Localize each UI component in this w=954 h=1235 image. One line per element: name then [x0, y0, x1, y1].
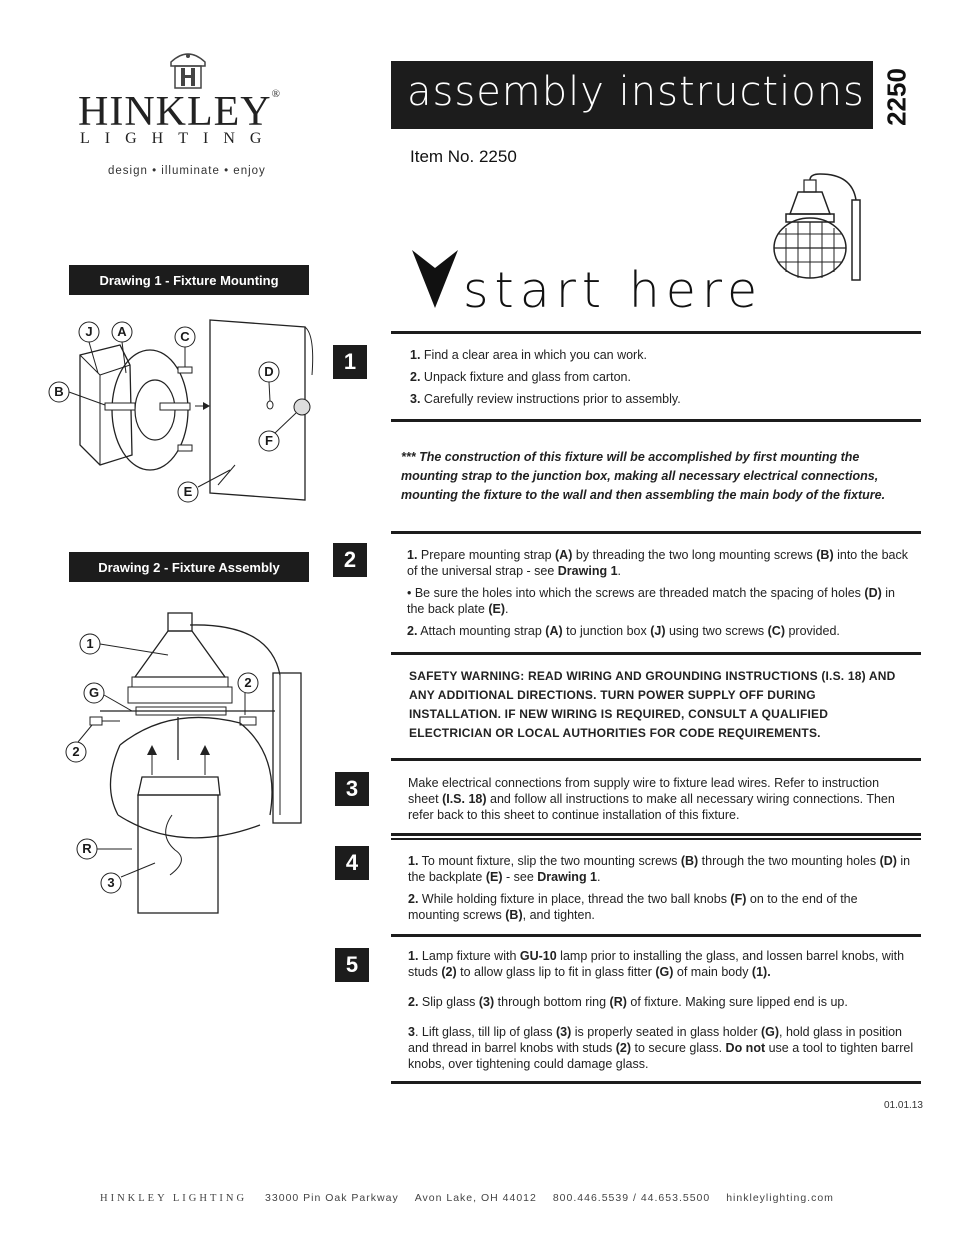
- callout-j: J: [85, 324, 93, 339]
- footer-address: 33000 Pin Oak Parkway: [265, 1192, 399, 1204]
- step-3-para-1: Make electrical connections from supply …: [408, 776, 895, 822]
- step-4-para-2: 2. While holding fixture in place, threa…: [408, 892, 858, 922]
- footer-website[interactable]: hinkleylighting.com: [726, 1192, 834, 1204]
- drawing-1-illustration: [40, 315, 330, 510]
- logo-sub: LIGHTING: [80, 130, 277, 147]
- step-2-number: 2: [333, 543, 367, 577]
- rule-4-top: [391, 838, 921, 840]
- fixture-thumbnail: [770, 172, 870, 284]
- rule-2-bottom: [391, 652, 921, 655]
- footer-phone: 800.446.5539 / 44.653.5500: [552, 1192, 711, 1204]
- rule-3-top: [391, 758, 921, 761]
- step-3-number: 3: [335, 772, 369, 806]
- step-1-text: 1. Find a clear area in which you can wo…: [410, 347, 910, 413]
- callout-b: B: [54, 384, 64, 399]
- footer: HINKLEY LIGHTING 33000 Pin Oak Parkway Avo…: [100, 1192, 834, 1204]
- list-item: 1. Find a clear area in which you can wo…: [410, 348, 647, 362]
- step-2-para-3: 2. Attach mounting strap (A) to junction…: [407, 624, 840, 638]
- list-item: 2. Unpack fixture and glass from carton.: [410, 370, 631, 384]
- drawing-2-label: Drawing 2 - Fixture Assembly: [69, 552, 309, 582]
- callout-g: G: [88, 685, 100, 700]
- page-title: assembly instructions: [407, 69, 865, 115]
- step-5-text: 1. Lamp fixture with GU-10 lamp prior to…: [408, 948, 918, 1078]
- drawing-1-label: Drawing 1 - Fixture Mounting: [69, 265, 309, 295]
- start-arrow-icon: [412, 250, 458, 308]
- step-4-text: 1. To mount fixture, slip the two mounti…: [408, 853, 918, 929]
- step-2-para-1: 1. Prepare mounting strap (A) by threadi…: [407, 548, 908, 578]
- step-5-para-3: 3. Lift glass, till lip of glass (3) is …: [408, 1025, 914, 1071]
- revision-date: 01.01.13: [884, 1100, 923, 1111]
- rule-2-top: [391, 531, 921, 534]
- step-2-text: 1. Prepare mounting strap (A) by threadi…: [407, 547, 912, 645]
- callout-2-left: 2: [72, 744, 80, 759]
- list-item: 3. Carefully review instructions prior t…: [410, 392, 681, 406]
- rule-4-bottom: [391, 934, 921, 937]
- step-3-text: Make electrical connections from supply …: [408, 775, 913, 829]
- drawing-1-callouts: J A C B D F E: [40, 315, 330, 510]
- safety-warning: SAFETY WARNING: READ WIRING AND GROUNDIN…: [409, 669, 896, 740]
- item-number: Item No. 2250: [410, 147, 517, 166]
- rule-5-bottom: [391, 1081, 921, 1084]
- step-1-number: 1: [333, 345, 367, 379]
- callout-2-right: 2: [244, 675, 252, 690]
- step-5-para-1: 1. Lamp fixture with GU-10 lamp prior to…: [408, 949, 905, 979]
- callout-1: 1: [86, 636, 94, 651]
- step-5-para-2: 2. Slip glass (3) through bottom ring (R…: [408, 995, 848, 1009]
- logo-name: HINKLEY®: [78, 88, 281, 135]
- logo-tagline: design • illuminate • enjoy: [108, 165, 266, 177]
- callout-c: C: [180, 329, 190, 344]
- step-4-para-1: 1. To mount fixture, slip the two mounti…: [408, 854, 911, 884]
- footer-brand: HINKLEY LIGHTING: [100, 1193, 248, 1204]
- rule-3-bottom: [391, 833, 921, 836]
- callout-e: E: [183, 484, 193, 499]
- footer-city: Avon Lake, OH 44012: [414, 1192, 537, 1204]
- callout-f: F: [265, 433, 273, 448]
- drawing-2-callouts: 1 G 2 2 R 3: [60, 605, 320, 915]
- logo-emblem: [163, 44, 213, 90]
- step-5-number: 5: [335, 948, 369, 982]
- step-2-para-2: • Be sure the holes into which the screw…: [407, 586, 895, 616]
- rule-1-top: [391, 331, 921, 334]
- start-here: start here: [463, 262, 764, 319]
- item-number-vertical: 2250: [881, 68, 912, 126]
- drawing-2-illustration: [60, 605, 320, 915]
- construction-note: *** The construction of this fixture wil…: [401, 450, 886, 502]
- callout-r: R: [82, 841, 92, 856]
- rule-1-bottom: [391, 419, 921, 422]
- title-banner: assembly instructions: [391, 61, 873, 129]
- step-4-number: 4: [335, 846, 369, 880]
- callout-3: 3: [107, 875, 115, 890]
- callout-d: D: [264, 364, 274, 379]
- callout-a: A: [117, 324, 127, 339]
